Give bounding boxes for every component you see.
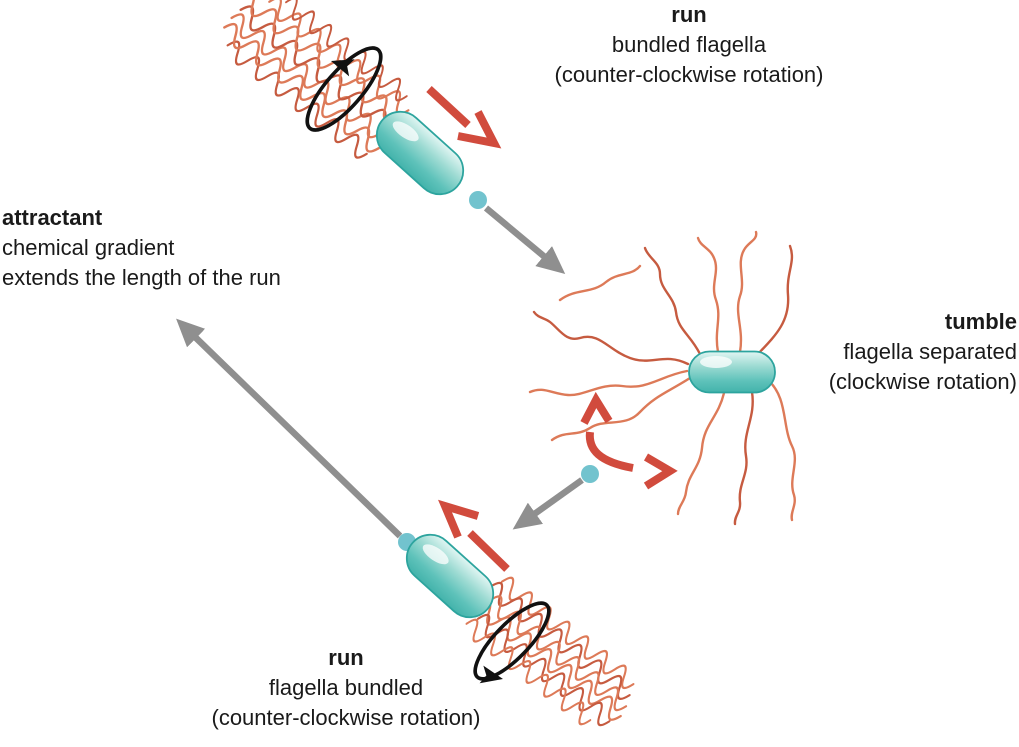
ccw-rotation-arrow-icon-bottom [473, 601, 551, 684]
run-direction-arrow [426, 86, 502, 149]
run-bottom-bacterium [405, 499, 641, 730]
path-start-dot-2 [581, 465, 599, 483]
label-run-bottom: run flagella bundled (counter-clockwise … [193, 643, 499, 733]
path-start-dot-1 [469, 191, 487, 209]
cw-rotation-arrow [580, 391, 678, 490]
run-top-title: run [671, 2, 707, 27]
tumble-line2: (clockwise rotation) [828, 369, 1017, 394]
separated-flagella [528, 230, 797, 526]
tumble-bacterium [528, 230, 797, 526]
run-bottom-title: run [328, 645, 364, 670]
run-bottom-line2: (counter-clockwise rotation) [211, 705, 481, 730]
run-bottom-line1: flagella bundled [268, 675, 424, 700]
label-tumble: tumble flagella separated (clockwise rot… [757, 307, 1017, 397]
run-top-line1: bundled flagella [611, 32, 767, 57]
tumble-title: tumble [944, 309, 1017, 334]
label-run-top: run bundled flagella (counter-clockwise … [536, 0, 842, 90]
cell-body-tumble [688, 350, 776, 394]
path-arrow-tumble-to-run [512, 465, 599, 530]
attractant-line2: extends the length of the run [2, 265, 281, 290]
cell-body-top [375, 110, 465, 196]
run-direction-arrow-bottom [438, 499, 510, 572]
run-top-line2: (counter-clockwise rotation) [554, 62, 824, 87]
attractant-title: attractant [2, 205, 103, 230]
path-arrow-run-to-tumble [469, 191, 566, 275]
attractant-line1: chemical gradient [2, 235, 175, 260]
run-top-bacterium [217, 0, 502, 196]
attractant-run-arrow [176, 318, 416, 551]
ccw-rotation-arrow-icon [305, 46, 383, 132]
label-attractant: attractant chemical gradient extends the… [2, 203, 281, 293]
cell-body-bottom [405, 533, 495, 619]
tumble-line1: flagella separated [843, 339, 1017, 364]
